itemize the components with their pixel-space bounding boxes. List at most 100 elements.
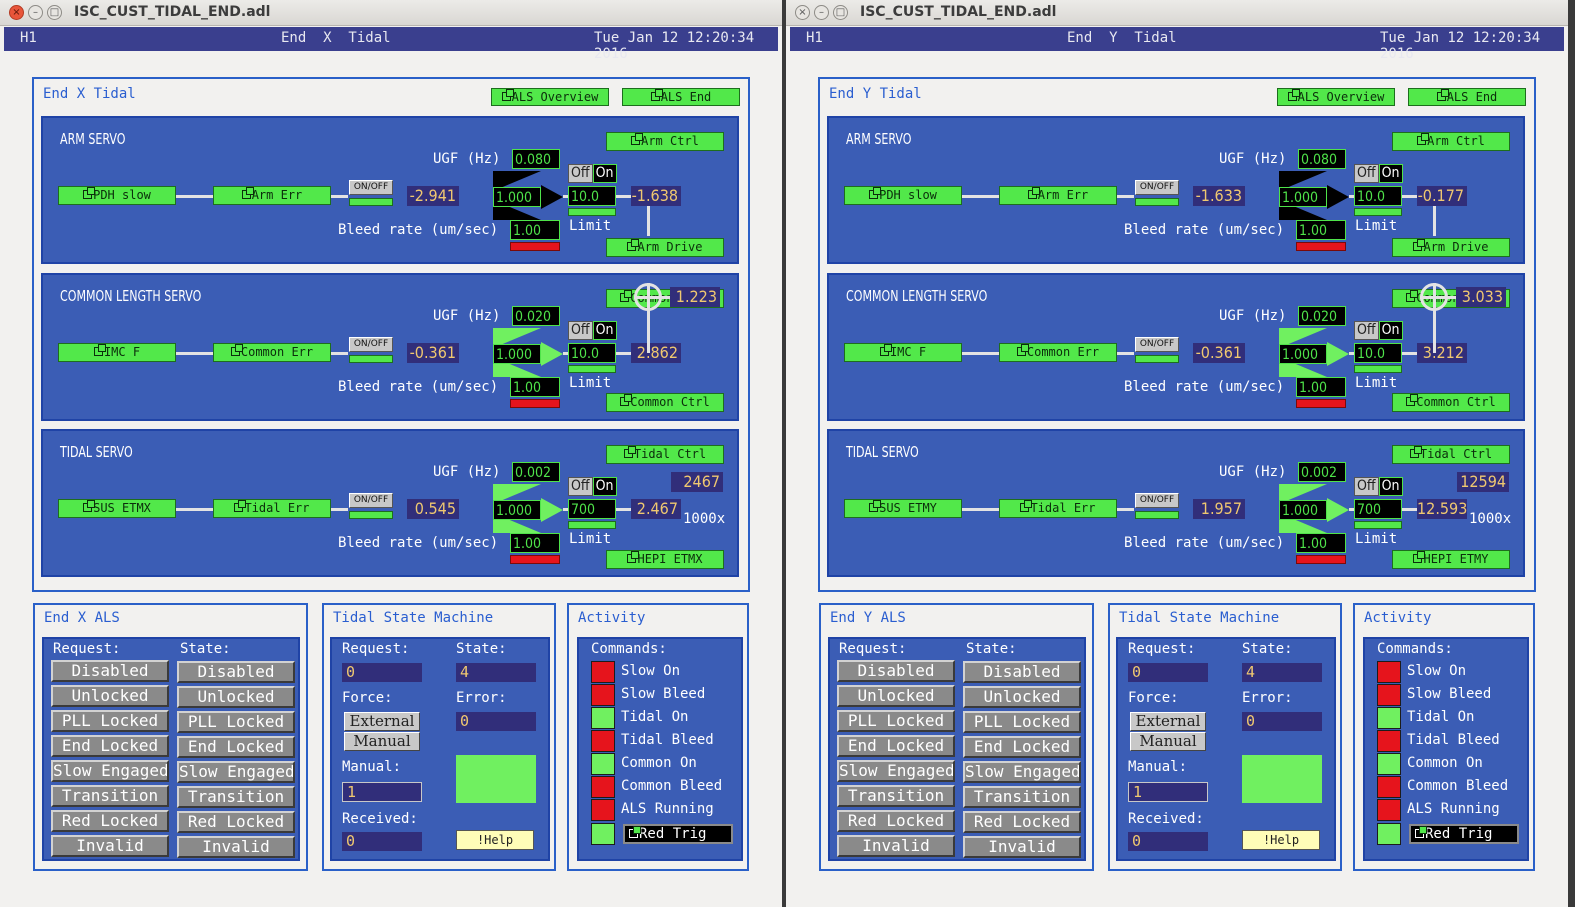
als-request-button[interactable]: Invalid bbox=[837, 835, 955, 857]
off-button[interactable]: Off bbox=[568, 477, 593, 496]
limit-input[interactable]: 10.0 bbox=[568, 343, 616, 363]
common-ctrl-button[interactable]: Common Ctrl bbox=[606, 393, 724, 412]
common-source-button[interactable]: IMC F bbox=[58, 343, 176, 362]
arm-source-button[interactable]: PDH slow bbox=[844, 186, 962, 205]
tidal-source-button[interactable]: SUS ETMX bbox=[58, 499, 176, 518]
off-button[interactable]: Off bbox=[1354, 164, 1379, 183]
limit-input[interactable]: 700 bbox=[1354, 499, 1402, 519]
gain-input[interactable]: 1.000 bbox=[1279, 500, 1327, 520]
red-trig-button[interactable]: Red Trig bbox=[1409, 824, 1519, 844]
maximize-icon[interactable]: □ bbox=[833, 5, 848, 20]
tidal-err-button[interactable]: Tidal Err bbox=[213, 499, 331, 518]
als-request-button[interactable]: PLL Locked bbox=[51, 710, 169, 732]
arm-drive-button[interactable]: Arm Drive bbox=[1392, 238, 1510, 257]
tidal-source-button[interactable]: SUS ETMY bbox=[844, 499, 962, 518]
on-button[interactable]: On bbox=[592, 321, 617, 340]
manual-button[interactable]: Manual bbox=[344, 732, 420, 751]
external-button[interactable]: External bbox=[344, 712, 420, 731]
limit-input[interactable]: 10.0 bbox=[1354, 343, 1402, 363]
onoff-button[interactable]: ON/OFF bbox=[1135, 493, 1179, 508]
gain-input[interactable]: 1.000 bbox=[493, 187, 541, 207]
als-overview-button[interactable]: ALS Overview bbox=[1277, 88, 1395, 106]
hepi-button[interactable]: HEPI ETMX bbox=[606, 550, 724, 569]
off-button[interactable]: Off bbox=[568, 164, 593, 183]
manual-button[interactable]: Manual bbox=[1130, 732, 1206, 751]
bleed-rate-input[interactable]: 1.00 bbox=[510, 533, 560, 553]
hepi-button[interactable]: HEPI ETMY bbox=[1392, 550, 1510, 569]
tidal-ctrl-button[interactable]: Tidal Ctrl bbox=[1392, 445, 1510, 464]
red-trig-button[interactable]: Red Trig bbox=[623, 824, 733, 844]
als-request-button[interactable]: Red Locked bbox=[51, 810, 169, 832]
maximize-icon[interactable]: □ bbox=[47, 5, 62, 20]
tidal-err-button[interactable]: Tidal Err bbox=[999, 499, 1117, 518]
onoff-button[interactable]: ON/OFF bbox=[1135, 337, 1179, 352]
ugf-input[interactable]: 0.002 bbox=[1298, 462, 1346, 482]
arm-source-button[interactable]: PDH slow bbox=[58, 186, 176, 205]
bleed-rate-input[interactable]: 1.00 bbox=[510, 220, 560, 240]
onoff-button[interactable]: ON/OFF bbox=[349, 180, 393, 195]
als-request-button[interactable]: Unlocked bbox=[837, 685, 955, 707]
bleed-rate-input[interactable]: 1.00 bbox=[1296, 533, 1346, 553]
ugf-input[interactable]: 0.020 bbox=[512, 306, 560, 326]
gain-input[interactable]: 1.000 bbox=[493, 344, 541, 364]
als-request-button[interactable]: Unlocked bbox=[51, 685, 169, 707]
als-end-button[interactable]: ALS End bbox=[1408, 88, 1526, 106]
off-button[interactable]: Off bbox=[1354, 321, 1379, 340]
help-button[interactable]: !Help bbox=[1242, 830, 1320, 850]
als-request-button[interactable]: Red Locked bbox=[837, 810, 955, 832]
on-button[interactable]: On bbox=[1378, 477, 1403, 496]
als-request-button[interactable]: Disabled bbox=[837, 660, 955, 682]
common-err-button[interactable]: Common Err bbox=[999, 343, 1117, 362]
als-request-button[interactable]: Slow Engaged bbox=[837, 760, 955, 782]
als-request-button[interactable]: Transition bbox=[51, 785, 169, 807]
common-ctrl-button[interactable]: Common Ctrl bbox=[1392, 393, 1510, 412]
ugf-input[interactable]: 0.080 bbox=[512, 149, 560, 169]
onoff-button[interactable]: ON/OFF bbox=[349, 493, 393, 508]
minimize-icon[interactable]: – bbox=[28, 5, 43, 20]
ugf-input[interactable]: 0.020 bbox=[1298, 306, 1346, 326]
close-icon[interactable]: × bbox=[795, 5, 810, 20]
als-request-button[interactable]: Disabled bbox=[51, 660, 169, 682]
common-err-button[interactable]: Common Err bbox=[213, 343, 331, 362]
arm-err-button[interactable]: Arm Err bbox=[999, 186, 1117, 205]
arm-ctrl-button[interactable]: Arm Ctrl bbox=[606, 132, 724, 151]
onoff-button[interactable]: ON/OFF bbox=[1135, 180, 1179, 195]
bleed-rate-input[interactable]: 1.00 bbox=[510, 377, 560, 397]
als-request-button[interactable]: Slow Engaged bbox=[51, 760, 169, 782]
arm-drive-button[interactable]: Arm Drive bbox=[606, 238, 724, 257]
off-button[interactable]: Off bbox=[1354, 477, 1379, 496]
als-overview-button[interactable]: ALS Overview bbox=[491, 88, 609, 106]
external-button[interactable]: External bbox=[1130, 712, 1206, 731]
arm-err-button[interactable]: Arm Err bbox=[213, 186, 331, 205]
gain-input[interactable]: 1.000 bbox=[1279, 344, 1327, 364]
off-button[interactable]: Off bbox=[568, 321, 593, 340]
onoff-button[interactable]: ON/OFF bbox=[349, 337, 393, 352]
manual-input[interactable]: 1 bbox=[342, 782, 422, 802]
limit-input[interactable]: 10.0 bbox=[1354, 186, 1402, 206]
gain-input[interactable]: 1.000 bbox=[1279, 187, 1327, 207]
bleed-rate-input[interactable]: 1.00 bbox=[1296, 377, 1346, 397]
arm-ctrl-button[interactable]: Arm Ctrl bbox=[1392, 132, 1510, 151]
als-end-button[interactable]: ALS End bbox=[622, 88, 740, 106]
als-request-button[interactable]: Invalid bbox=[51, 835, 169, 857]
als-request-button[interactable]: PLL Locked bbox=[837, 710, 955, 732]
help-button[interactable]: !Help bbox=[456, 830, 534, 850]
limit-input[interactable]: 10.0 bbox=[568, 186, 616, 206]
limit-input[interactable]: 700 bbox=[568, 499, 616, 519]
ugf-input[interactable]: 0.080 bbox=[1298, 149, 1346, 169]
on-button[interactable]: On bbox=[592, 164, 617, 183]
on-button[interactable]: On bbox=[1378, 164, 1403, 183]
als-request-button[interactable]: Transition bbox=[837, 785, 955, 807]
manual-input[interactable]: 1 bbox=[1128, 782, 1208, 802]
tidal-ctrl-button[interactable]: Tidal Ctrl bbox=[606, 445, 724, 464]
bleed-rate-input[interactable]: 1.00 bbox=[1296, 220, 1346, 240]
gain-input[interactable]: 1.000 bbox=[493, 500, 541, 520]
minimize-icon[interactable]: – bbox=[814, 5, 829, 20]
close-icon[interactable]: × bbox=[9, 5, 24, 20]
